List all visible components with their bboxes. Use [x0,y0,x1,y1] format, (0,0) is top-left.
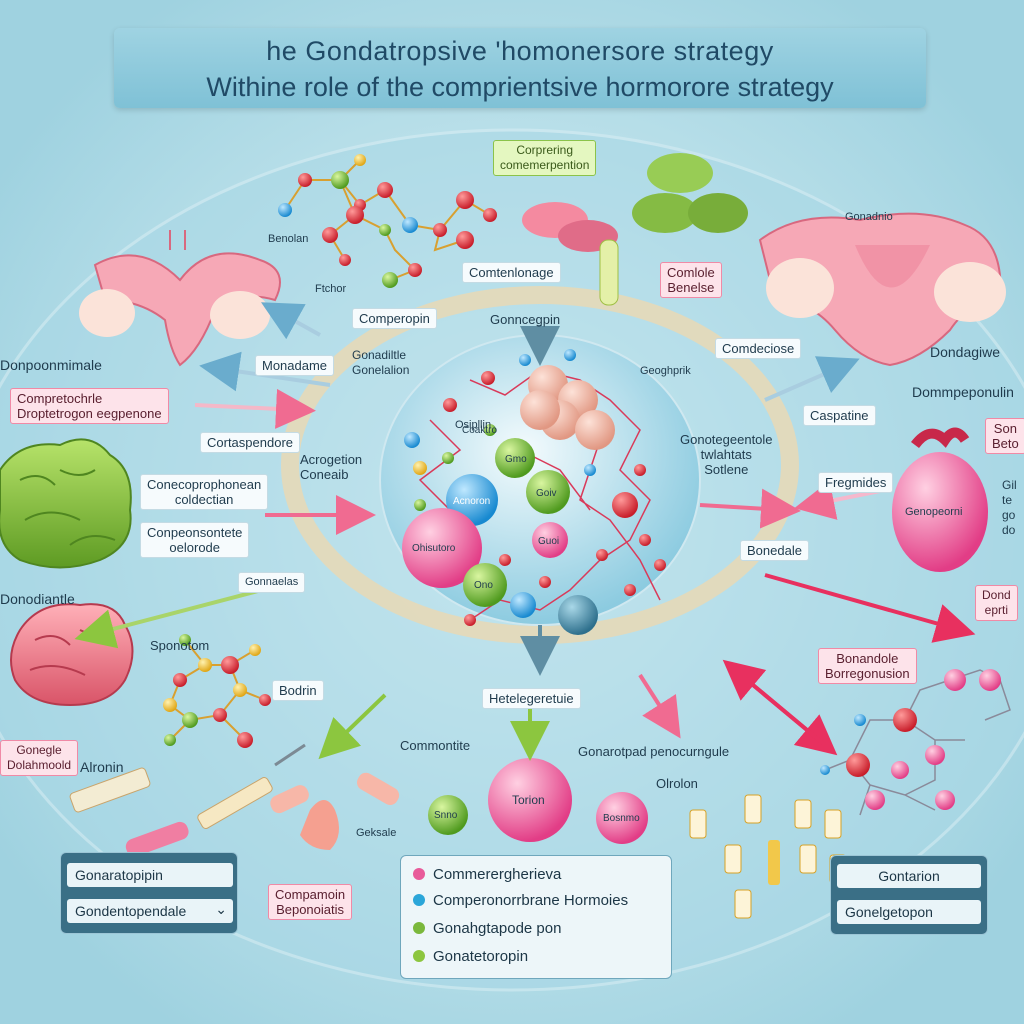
label-gonatopadope: Gonarotpad penocurngule [578,744,730,759]
label-otsian: Olrolon [656,776,698,791]
label-comperopin: Comperopin [352,308,437,329]
legend-dot-icon [413,894,425,906]
label-alonin: Alronin [80,759,124,775]
label-combleno: Comtenlonage [462,262,561,283]
label-computer-box: Compretochrle Droptetrogon eegpenone [10,388,169,424]
legend-item-1: Commerergherieva [413,866,561,883]
bottom-left-panel: Gonaratopipin Gondentopendale ⌄ [60,852,238,934]
legend-dot-icon [413,868,425,880]
label-gondane: Dond eprti [975,585,1018,621]
label-gonadocutile: Gonotegeentole twlahtats Sotlene [680,432,773,477]
legend-item-3: Gonahgtapode pon [413,920,561,937]
bosnro-bubble-label: Bosnmo [603,813,640,824]
arrows [74,302,976,761]
label-geaphte: Gonegle Dolahmoold [0,740,79,776]
label-monadame: Monadame [255,355,335,376]
legend-text-2: Comperonorrbrane Hormoies [433,892,629,909]
center-molecule-network [418,369,661,621]
lower-left-molecule [163,634,271,748]
legend-text-1: Commerergherieva [433,866,562,883]
label-conbole: Comlole Benelse [660,262,722,298]
bottom-left-panel-row-1: Gonaratopipin [67,863,233,887]
label-dondagiave: Dondagiwe [930,344,1001,360]
lower-right-molecule [820,669,1011,816]
torion-bubble-label: Torion [512,793,545,807]
center-bubble-label-1: Coaktro [462,425,498,436]
legend-panel: Commerergherieva Comperonorrbrane Hormoi… [400,855,672,979]
right-uterus-icon [758,212,1006,367]
label-gonadic: Gonadnio [845,211,893,223]
label-fiction: Ftchor [315,283,347,295]
label-acropetion: Acrogetion Coneaib [300,452,363,482]
center-bubble-label-7: Ono [474,580,493,591]
label-compounded: Conpeonsontete oelorode [140,522,250,558]
bubble-bosnro [596,792,648,844]
label-heterogenetic: Hetelegeretuie [482,688,581,709]
syringes-group [69,743,400,857]
bubble-torion [488,758,572,842]
title-line-2: Withine role of the comprientsive hormor… [206,72,834,102]
label-domperpronulin: Dommpeponulin [912,384,1014,400]
label-gonadible: Gonadiltle Gonelalion [352,348,410,377]
center-bubble-label-5: Guoi [538,536,560,547]
legend-dot-icon [413,922,425,934]
heart-bubble-label: Genopeorni [905,506,963,518]
sanpo-bubble-label: Snno [434,810,458,821]
label-geoshprik: Geoghprik [640,365,691,377]
bottom-right-panel-row-1: Gontarion [837,864,981,888]
label-sonbettao: Son Beto [985,418,1024,454]
green-brain-icon [0,438,132,569]
legend-text-4: Gonatetoropin [433,948,529,965]
label-gilde: Gil te go do [1002,478,1017,537]
legend-item-2: Comperonorrbrane Hormoies [413,892,628,909]
label-composing: Corprering comemerpention [493,140,597,176]
top-molecule [278,154,497,288]
label-bonadale: Bonedale [740,540,809,561]
label-caspatine: Caspatine [803,405,876,426]
title-banner: he Gondatropsive 'homonersore strategy W… [114,28,926,108]
pink-brain-icon [10,603,134,707]
center-bubble-label-6: Ohisutoro [412,543,456,554]
center-bubble-label-4: Goiv [536,488,557,499]
center-bubble-label-2: Acnoron [453,496,491,507]
label-sponetom: Sponotom [150,638,210,653]
legend-dot-icon [413,950,425,962]
vials-group [689,794,847,919]
label-gonaetogin: Gonncegpin [490,312,561,327]
label-dondinante: Donodiantle [0,591,75,607]
legend-text-3: Gonahgtapode pon [433,920,562,937]
pills-group [522,153,748,306]
label-frogmides: Fregmides [818,472,894,493]
label-doponnemole: Donpoonmimale [0,357,102,373]
label-conpanoin-box: Compamoin Beponoiatis [268,884,353,920]
bottom-right-panel: Gontarion Gonelgetopon [830,855,988,935]
bottom-right-panel-row-2[interactable]: Gonelgetopon [837,900,981,924]
label-ostiplin: Osipllin [455,419,492,431]
label-geekale: Geksale [356,827,397,839]
label-commerite: Commontite [400,738,471,753]
label-bonapolo-box: Bonandole Borregonusion [818,648,917,684]
chevron-down-icon[interactable]: ⌄ [215,901,227,917]
label-corlaspendore: Cortaspendore [200,432,300,453]
legend-item-4: Gonatetoropin [413,948,528,965]
center-balls [402,349,666,635]
center-bubble-label-3: Gmo [505,454,527,465]
heart-organ-icon [892,427,988,572]
label-bodrin: Bodrin [272,680,324,701]
bubble-sanpo [428,795,468,835]
label-conpesdiose: Comdeciose [715,338,802,359]
left-uterus-icon [79,230,281,367]
label-gonardeeas: Gonnaelas [238,572,306,593]
label-conepropionan: Conecoprophonean coldectian [140,474,269,510]
bottom-left-panel-row-2[interactable]: Gondentopendale [67,899,233,923]
label-benolan: Benolan [268,233,309,245]
title-line-1: he Gondatropsive 'homonersore strategy [266,36,774,66]
